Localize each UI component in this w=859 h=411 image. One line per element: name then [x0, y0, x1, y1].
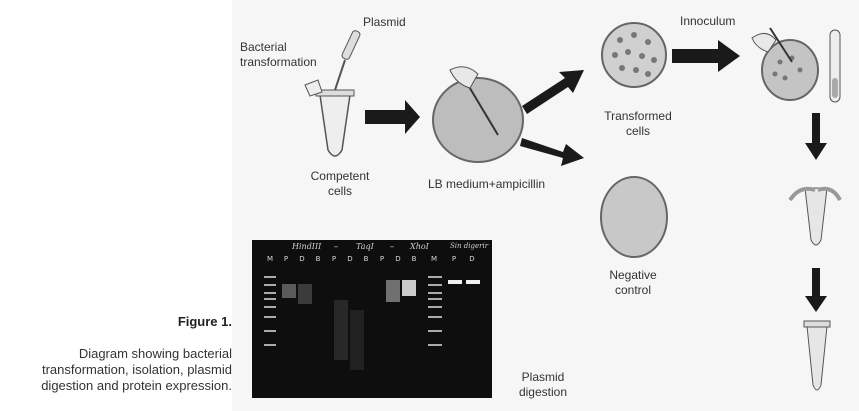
transformed-cells-line-1: Transformed [604, 109, 672, 123]
bacterial-transformation-line-1: Bacterial [240, 40, 287, 54]
negative-control-label: Negative control [598, 268, 668, 298]
gel-lane-label: M [266, 255, 274, 263]
bacterial-transformation-label: Bacterial transformation [240, 40, 317, 70]
caption-line-1: Diagram showing bacterial [78, 346, 232, 361]
negative-control-plate-icon [600, 176, 668, 258]
gel-enzyme-dash-2: – [390, 242, 394, 251]
gel-enzyme-dash-1: – [334, 242, 338, 251]
expression-tube-icon [803, 320, 831, 391]
gel-image: HindIII – TaqI – XhoI Sin digerir M P D … [252, 240, 492, 398]
plasmid-digestion-label: Plasmid digestion [505, 370, 581, 400]
gel-lane-label: M [430, 255, 438, 263]
gel-lane-label: P [379, 255, 385, 263]
gel-enzyme-taqi: TaqI [356, 242, 374, 251]
gel-enzyme-undigested: Sin digerir [450, 242, 489, 250]
shaking-tube-icon [788, 186, 842, 246]
plasmid-label: Plasmid [363, 15, 406, 29]
pipette-icon [334, 30, 361, 91]
plasmid-digestion-line-2: digestion [518, 385, 568, 399]
figure-caption: Diagram showing bacterial transformation… [6, 346, 232, 394]
transformed-cells-label: Transformed cells [598, 109, 678, 139]
arrow-down-right-icon [520, 138, 584, 166]
caption-line-2: transformation, isolation, plasmid [41, 362, 232, 377]
transformed-plate-icon [601, 22, 667, 88]
arrow-to-inoculum-icon [672, 40, 740, 72]
gel-lane-label: B [363, 255, 369, 263]
innoculum-label: Innoculum [680, 14, 736, 28]
bacterial-transformation-line-2: transformation [240, 55, 317, 69]
arrow-down-1-icon [805, 113, 827, 160]
gel-lane-label: P [451, 255, 457, 263]
gel-lane-labels: M P D B P D B P D B M P D [252, 255, 492, 267]
gel-enzyme-hindiii: HindIII [292, 242, 322, 251]
caption-line-3: digestion and protein expression. [41, 378, 232, 393]
culture-tube-icon [829, 29, 841, 103]
gel-lane-label: D [395, 255, 401, 263]
arrow-up-right-icon [522, 70, 584, 114]
gel-bands [264, 276, 480, 370]
inoculum-plate-icon [751, 27, 819, 101]
competent-cells-label: Competent cells [305, 169, 375, 199]
gel-enzyme-xhoi: XhoI [410, 242, 429, 251]
lb-medium-label: LB medium+ampicillin [428, 177, 546, 191]
negative-control-line-2: control [614, 283, 652, 297]
competent-cells-line-1: Competent [310, 169, 370, 183]
gel-lane-label: B [411, 255, 417, 263]
gel-lane-label: D [299, 255, 305, 263]
gel-lane-label: B [315, 255, 321, 263]
spreading-plate-icon [432, 66, 524, 163]
plasmid-digestion-line-1: Plasmid [521, 370, 565, 384]
negative-control-line-1: Negative [609, 268, 657, 282]
arrow-to-plate-icon [365, 100, 420, 134]
gel-lane-label: D [347, 255, 353, 263]
transformed-cells-line-2: cells [625, 124, 650, 138]
gel-lane-label: D [469, 255, 475, 263]
microtube-icon [304, 79, 355, 157]
competent-cells-line-2: cells [327, 184, 352, 198]
figure-title: Figure 1. [177, 314, 232, 329]
arrow-down-2-icon [805, 268, 827, 312]
gel-lane-label: P [283, 255, 289, 263]
gel-lane-label: P [331, 255, 337, 263]
